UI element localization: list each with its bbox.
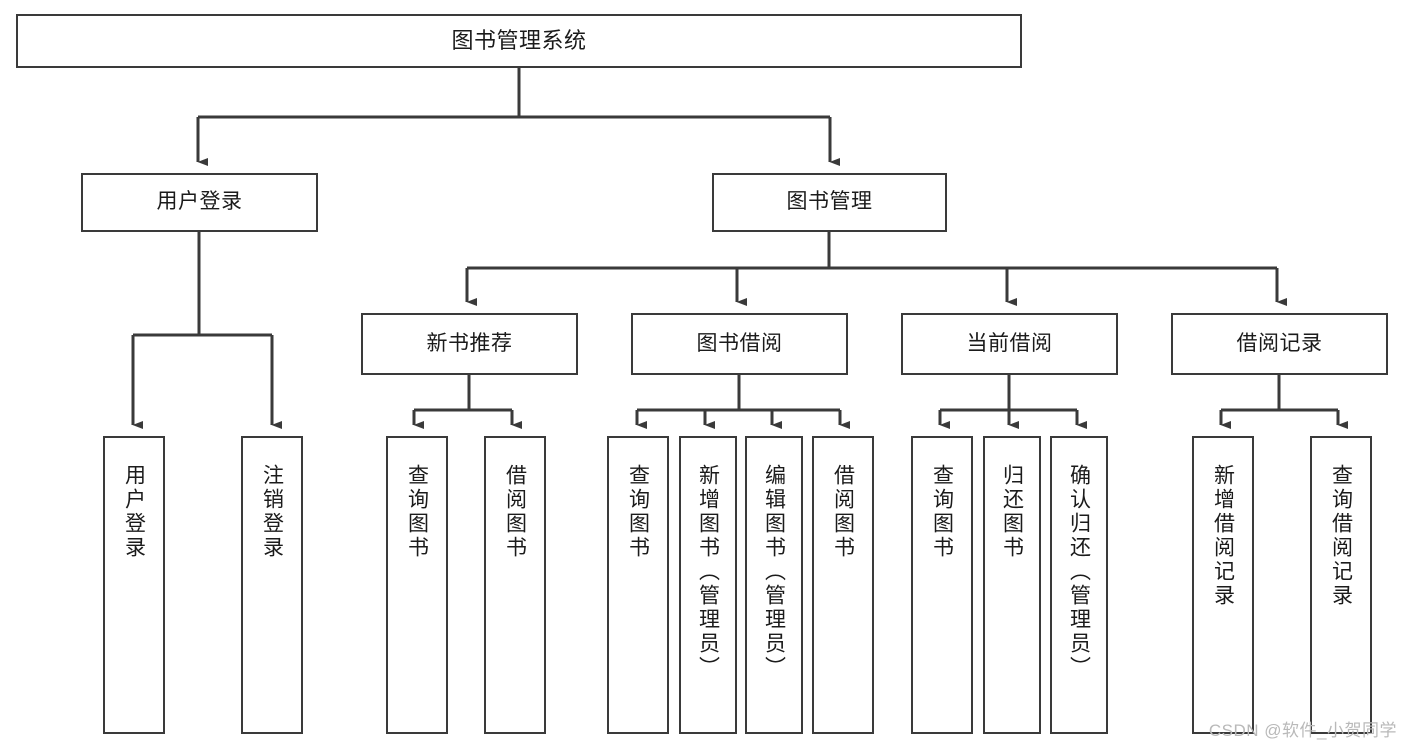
node-leaf-query-book-2-label: 查询图书 xyxy=(626,464,650,560)
node-leaf-return-book[interactable]: 归还图书 xyxy=(983,436,1041,734)
node-borrow-record[interactable]: 借阅记录 xyxy=(1171,313,1388,375)
node-book-management-label: 图书管理 xyxy=(786,190,873,214)
node-book-borrow[interactable]: 图书借阅 xyxy=(631,313,848,375)
node-leaf-user-login-label: 用户登录 xyxy=(122,464,146,560)
node-leaf-borrow-book-1[interactable]: 借阅图书 xyxy=(484,436,546,734)
node-user-login-label: 用户登录 xyxy=(156,190,243,214)
node-current-borrow[interactable]: 当前借阅 xyxy=(901,313,1118,375)
node-leaf-add-borrow-record[interactable]: 新增借阅记录 xyxy=(1192,436,1254,734)
node-leaf-borrow-book-2-label: 借阅图书 xyxy=(831,464,855,560)
node-leaf-confirm-return[interactable]: 确认归还（管理员） xyxy=(1050,436,1108,734)
node-new-book-recommend[interactable]: 新书推荐 xyxy=(361,313,578,375)
node-user-login[interactable]: 用户登录 xyxy=(81,173,318,232)
node-root[interactable]: 图书管理系统 xyxy=(16,14,1022,68)
node-leaf-query-book-1[interactable]: 查询图书 xyxy=(386,436,448,734)
node-leaf-add-book-label: 新增图书（管理员） xyxy=(696,464,720,680)
node-borrow-record-label: 借阅记录 xyxy=(1236,331,1323,355)
node-leaf-query-book-1-label: 查询图书 xyxy=(405,464,429,560)
node-leaf-query-borrow-record-label: 查询借阅记录 xyxy=(1329,464,1353,608)
node-book-borrow-label: 图书借阅 xyxy=(696,331,783,355)
node-leaf-logout-login[interactable]: 注销登录 xyxy=(241,436,303,734)
node-leaf-query-borrow-record[interactable]: 查询借阅记录 xyxy=(1310,436,1372,734)
watermark: CSDN @软件_小贺同学 xyxy=(1208,721,1397,740)
node-leaf-return-book-label: 归还图书 xyxy=(1000,464,1024,560)
node-leaf-logout-login-label: 注销登录 xyxy=(260,464,284,560)
node-leaf-query-book-2[interactable]: 查询图书 xyxy=(607,436,669,734)
node-leaf-edit-book[interactable]: 编辑图书（管理员） xyxy=(745,436,803,734)
node-leaf-add-book[interactable]: 新增图书（管理员） xyxy=(679,436,737,734)
node-leaf-confirm-return-label: 确认归还（管理员） xyxy=(1067,464,1091,680)
node-leaf-borrow-book-2[interactable]: 借阅图书 xyxy=(812,436,874,734)
node-new-book-recommend-label: 新书推荐 xyxy=(426,331,513,355)
node-leaf-add-borrow-record-label: 新增借阅记录 xyxy=(1211,464,1235,608)
node-root-label: 图书管理系统 xyxy=(451,28,587,54)
node-leaf-edit-book-label: 编辑图书（管理员） xyxy=(762,464,786,680)
node-current-borrow-label: 当前借阅 xyxy=(966,331,1053,355)
node-leaf-user-login[interactable]: 用户登录 xyxy=(103,436,165,734)
node-book-management[interactable]: 图书管理 xyxy=(712,173,947,232)
node-leaf-query-book-3[interactable]: 查询图书 xyxy=(911,436,973,734)
node-leaf-borrow-book-1-label: 借阅图书 xyxy=(503,464,527,560)
node-leaf-query-book-3-label: 查询图书 xyxy=(930,464,954,560)
